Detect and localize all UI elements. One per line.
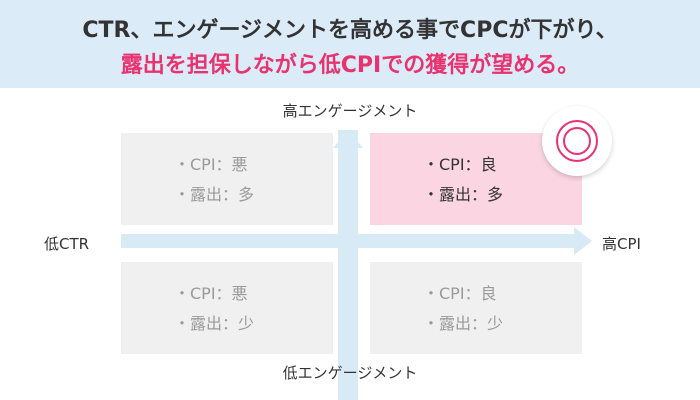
- axis-label-low-ctr: 低CTR: [44, 235, 90, 253]
- quadrant-exposure: ・露出：少: [174, 314, 255, 333]
- quadrant-cpi: ・CPI：悪: [174, 284, 248, 303]
- badge-ring: [556, 120, 598, 162]
- quadrant-bottom-left: ・CPI：悪 ・露出：少: [121, 262, 333, 354]
- quadrant-exposure: ・露出：少: [423, 314, 504, 333]
- quadrant-cpi: ・CPI：悪: [174, 155, 248, 174]
- horizontal-axis: [121, 234, 575, 248]
- headline-line-1: CTR、エンゲージメントを高める事でCPCが下がり、: [82, 18, 618, 43]
- axis-label-high-cpi: 高CPI: [602, 235, 641, 253]
- quadrant-cpi: ・CPI：良: [423, 284, 497, 303]
- quadrant-cpi: ・CPI：良: [423, 155, 497, 174]
- vertical-axis: [338, 130, 358, 400]
- quadrant-exposure: ・露出：多: [423, 185, 504, 204]
- headline-line-2: 露出を担保しながら低CPIでの獲得が望める。: [120, 53, 580, 78]
- quadrant-bottom-right: ・CPI：良 ・露出：少: [370, 262, 582, 354]
- right-arrow-icon: [574, 227, 592, 255]
- header-banner: CTR、エンゲージメントを高める事でCPCが下がり、 露出を担保しながら低CPI…: [0, 0, 700, 88]
- double-circle-icon: [542, 106, 612, 176]
- quadrant-top-left: ・CPI：悪 ・露出：多: [121, 133, 333, 225]
- axis-label-high-engagement: 高エンゲージメント: [282, 102, 418, 120]
- quadrant-exposure: ・露出：多: [174, 185, 255, 204]
- axis-label-low-engagement: 低エンゲージメント: [282, 364, 418, 382]
- up-arrow-icon: [333, 130, 363, 148]
